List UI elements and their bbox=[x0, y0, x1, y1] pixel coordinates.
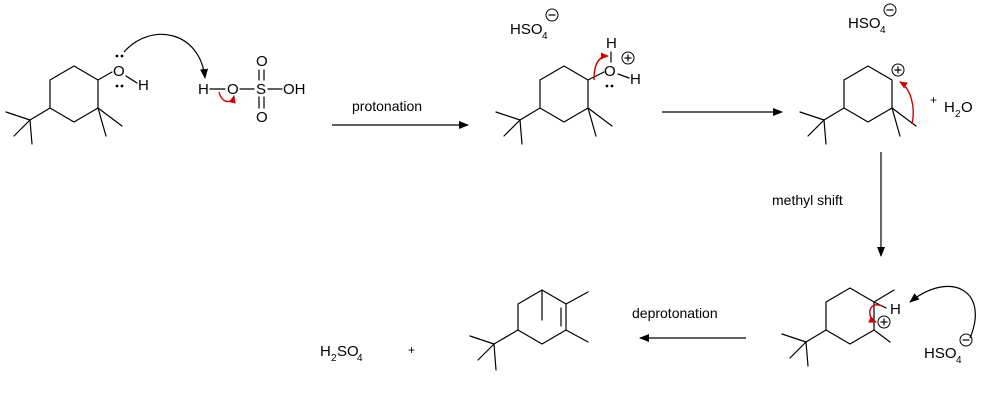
step-label-deprotonation: deprotonation bbox=[632, 305, 718, 321]
plus-sign-2: + bbox=[408, 343, 415, 357]
curved-arrow-red-acid bbox=[218, 91, 236, 104]
oxygen-label: O bbox=[113, 63, 125, 80]
acid-o-label: O bbox=[227, 81, 239, 98]
negative-charge-icon bbox=[883, 3, 897, 17]
acid-h-label: H bbox=[198, 81, 209, 98]
water-label: H bbox=[944, 99, 955, 116]
svg-text:4: 4 bbox=[357, 353, 363, 364]
negative-charge-icon bbox=[545, 8, 559, 22]
step-label-protonation: protonation bbox=[352, 98, 422, 114]
acid-oh-label: OH bbox=[283, 81, 306, 98]
alcohol-molecule: O H bbox=[5, 54, 149, 145]
curved-arrow-red-shift bbox=[899, 81, 914, 125]
bisulfate-1-label: HSO bbox=[510, 21, 543, 38]
svg-text:SO: SO bbox=[337, 343, 359, 360]
svg-text:O: O bbox=[961, 99, 973, 116]
positive-charge-icon bbox=[621, 51, 635, 65]
curved-arrow-bisulfate bbox=[909, 285, 976, 339]
step-label-methyl-shift: methyl shift bbox=[772, 192, 843, 208]
svg-text:2: 2 bbox=[331, 353, 337, 364]
curved-arrow-red-deprotonation bbox=[868, 304, 883, 323]
carbocation-h-label: H bbox=[890, 301, 901, 318]
positive-charge-icon bbox=[877, 315, 891, 329]
acid-o-bottom: O bbox=[256, 109, 268, 126]
bisulfate-3-label: HSO bbox=[924, 345, 957, 362]
carbocation-molecule bbox=[799, 63, 917, 145]
curved-arrow-to-acid bbox=[123, 33, 209, 79]
svg-text:2: 2 bbox=[955, 109, 961, 120]
sulfuric-acid: H O S OH O O bbox=[198, 53, 306, 126]
sulfuric-acid-product-label: H bbox=[320, 343, 331, 360]
svg-text:4: 4 bbox=[542, 31, 548, 42]
negative-charge-icon bbox=[959, 333, 973, 347]
tertiary-carbocation: H bbox=[781, 287, 901, 367]
acid-o-top: O bbox=[256, 53, 268, 70]
plus-sign-1: + bbox=[930, 93, 937, 107]
curved-arrow-red-oxonium bbox=[593, 52, 609, 81]
protonated-alcohol: O H H bbox=[495, 35, 641, 145]
oxonium-o-label: O bbox=[604, 63, 616, 80]
sulfur-label: S bbox=[256, 81, 266, 98]
bisulfate-2-label: HSO bbox=[848, 15, 881, 32]
positive-charge-icon bbox=[891, 63, 905, 77]
oxonium-h-right: H bbox=[630, 71, 641, 88]
hydrogen-label: H bbox=[138, 77, 149, 94]
alkene-product bbox=[469, 289, 589, 371]
oxonium-h-top: H bbox=[606, 35, 617, 52]
svg-text:4: 4 bbox=[956, 355, 962, 366]
svg-text:4: 4 bbox=[880, 25, 886, 36]
